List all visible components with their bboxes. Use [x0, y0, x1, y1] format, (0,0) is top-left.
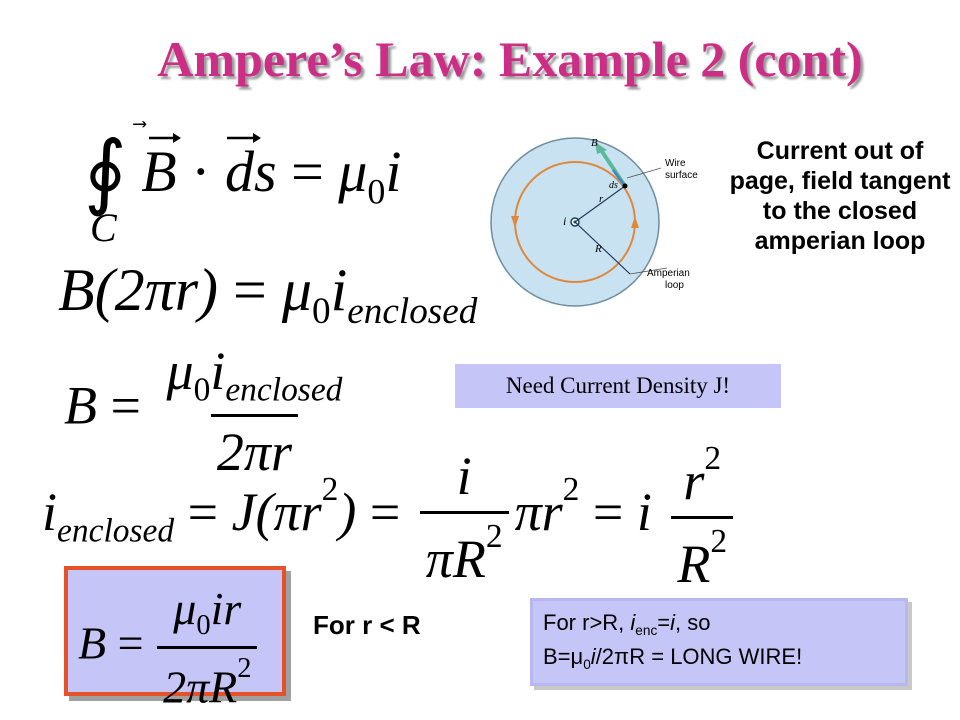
enclosed-current-equation: ienclosed = J(πr2) = i πR2 πr2 = i r2 R2	[42, 440, 739, 595]
ampere-applied-equation: B(2πr) = μ0ienclosed	[58, 257, 478, 333]
result-box: B = μ0ir 2πR2	[64, 566, 286, 713]
diagram-label-amperian: Amperian	[647, 268, 690, 279]
diagram-label-r: r	[599, 193, 604, 205]
radius-r-line	[574, 185, 626, 223]
vector-arrow-icon	[149, 133, 182, 143]
i-over-pi-r-squared: i πR2	[419, 445, 509, 590]
ampere-law-equation: ∮ B ⃗ · ds = μ0i C	[84, 126, 402, 250]
loop-arrow-left-icon	[511, 216, 519, 228]
page-title: Ampere’s Law: Example 2 (cont)	[157, 31, 863, 87]
b-field-equation: B = μ0ienclosed 2πr	[64, 340, 354, 483]
current-density-note: Need Current Density J!	[455, 364, 781, 408]
diagram-label-i: i	[563, 214, 566, 228]
r-squared-over-r-squared: r2 R2	[671, 440, 734, 595]
vector-arrow-icon	[226, 133, 261, 143]
diagram-label-ds: ds	[609, 180, 618, 191]
loop-arrow-right-icon	[631, 216, 639, 228]
vector-b: B ⃗	[141, 133, 191, 204]
vector-ds: ds	[211, 133, 292, 204]
wire-cross-section-diagram: B ds r i R Wire surface Amperian loop	[490, 137, 698, 307]
result-equation: B = μ0ir 2πR2	[78, 582, 259, 714]
contour-integral-sign: ∮	[84, 126, 127, 217]
radius-big-r-line	[574, 221, 631, 275]
diagram-label-wire: Wire	[665, 158, 686, 169]
diagram-label-big-r: R	[594, 243, 602, 255]
diagram-label-surface: surface	[665, 170, 698, 181]
ds-vector-arrow	[612, 169, 626, 187]
diagram-caption: Current out of page, field tangent to th…	[729, 137, 951, 255]
outside-note-line2: B=μ0i/2πR = LONG WIRE!	[543, 643, 803, 672]
integral-subscript-c: C	[90, 205, 117, 250]
outside-note-line1: For r>R, ienc=i, so	[543, 610, 711, 638]
diagram-label-b: B	[591, 137, 598, 149]
outside-region-note: For r>R, ienc=i, so B=μ0i/2πR = LONG WIR…	[530, 598, 908, 686]
diagram-label-loop: loop	[665, 280, 684, 291]
b-field-fraction: μ0ienclosed 2πr	[166, 341, 343, 482]
inside-region-label: For r < R	[313, 610, 421, 640]
